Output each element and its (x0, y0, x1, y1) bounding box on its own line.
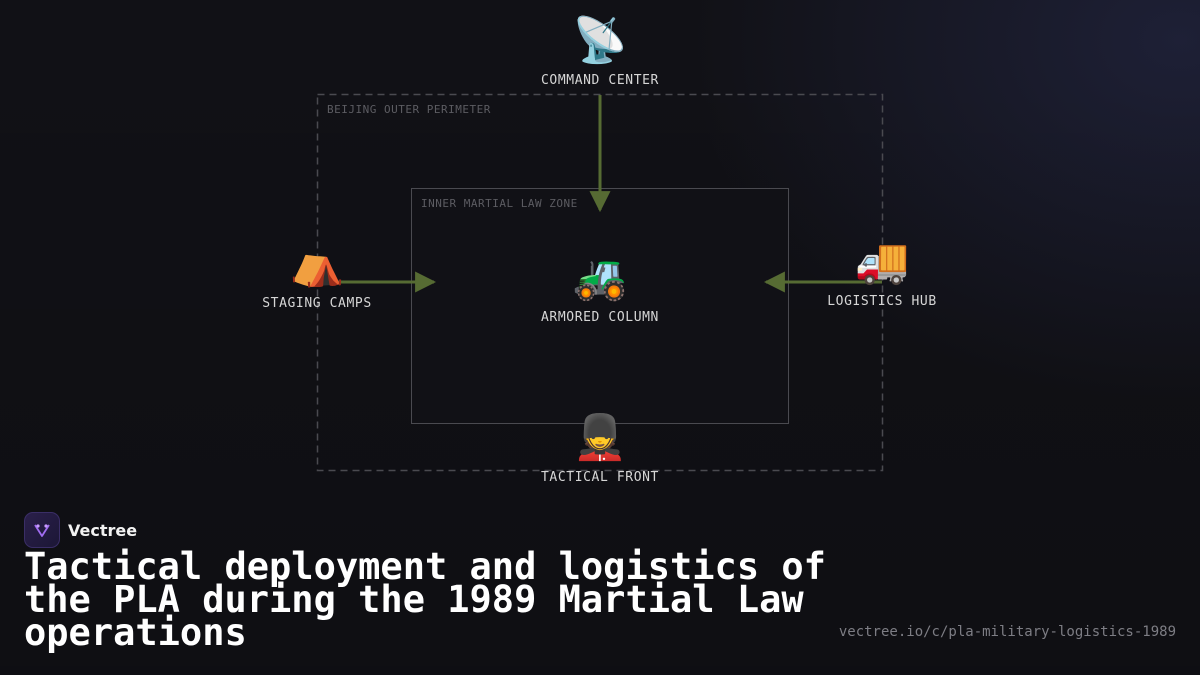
node-label: TACTICAL FRONT (541, 470, 659, 485)
source-url[interactable]: vectree.io/c/pla-military-logistics-1989 (838, 624, 1176, 640)
node-label: STAGING CAMPS (262, 296, 372, 311)
tractor-icon: 🚜 (572, 252, 628, 303)
node-staging-camps: ⛺ STAGING CAMPS (217, 238, 417, 311)
node-label: COMMAND CENTER (541, 73, 659, 88)
outer-zone-label: BEIJING OUTER PERIMETER (327, 103, 491, 116)
brand[interactable]: Vectree (24, 512, 137, 548)
truck-icon: 🚚 (854, 236, 910, 287)
tent-icon: ⛺ (289, 238, 345, 289)
page-title: Tactical deployment and logistics of the… (24, 545, 826, 654)
node-logistics-hub: 🚚 LOGISTICS HUB (782, 236, 982, 309)
node-label: LOGISTICS HUB (827, 294, 937, 309)
vectree-logo-icon (24, 512, 60, 548)
outer-perimeter-zone (316, 93, 884, 472)
node-tactical-front: 💂 TACTICAL FRONT (500, 412, 700, 485)
node-command-center: 📡 COMMAND CENTER (500, 15, 700, 88)
inner-martial-law-zone (411, 188, 789, 424)
guard-icon: 💂 (572, 412, 628, 463)
satellite-dish-icon: 📡 (572, 15, 628, 66)
node-armored-column: 🚜 ARMORED COLUMN (500, 252, 700, 325)
inner-zone-label: INNER MARTIAL LAW ZONE (421, 197, 578, 210)
node-label: ARMORED COLUMN (541, 310, 659, 325)
brand-name: Vectree (68, 520, 138, 540)
